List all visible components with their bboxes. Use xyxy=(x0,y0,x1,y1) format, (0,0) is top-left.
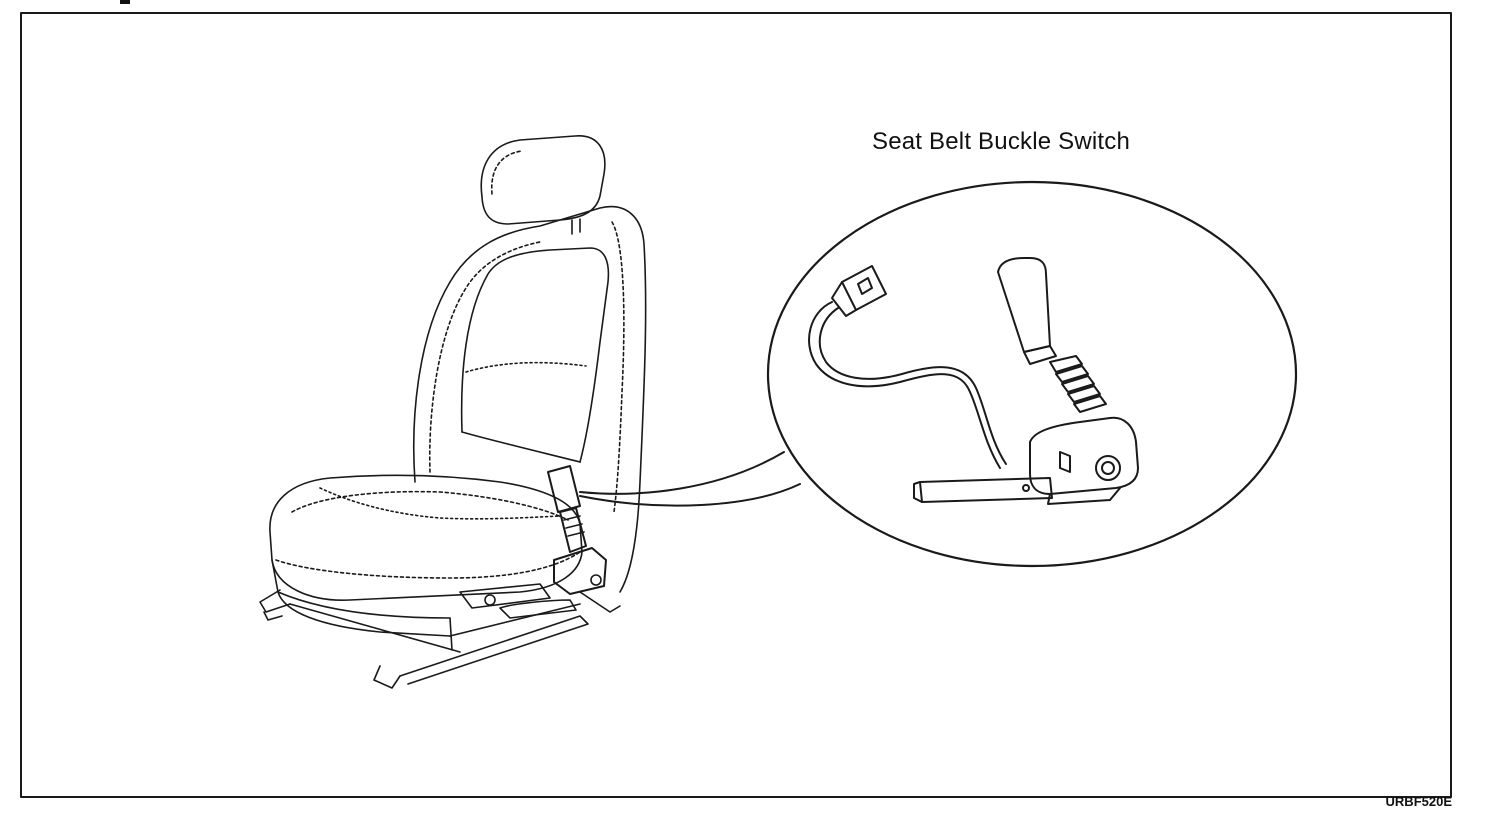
callout-lead-line-upper xyxy=(579,451,785,495)
diagram-border xyxy=(20,12,1452,798)
wire-connector-illustration xyxy=(808,265,1007,469)
figure-code: URBF520E xyxy=(1385,794,1452,809)
seat-belt-buckle-illustration xyxy=(913,257,1139,505)
callout-circle xyxy=(766,180,1298,568)
callout-lead-line-lower xyxy=(579,483,801,507)
car-seat-illustration xyxy=(259,135,647,689)
page-corner-mark xyxy=(120,0,130,4)
callout-title: Seat Belt Buckle Switch xyxy=(872,128,1131,155)
diagram-frame xyxy=(20,12,1452,798)
